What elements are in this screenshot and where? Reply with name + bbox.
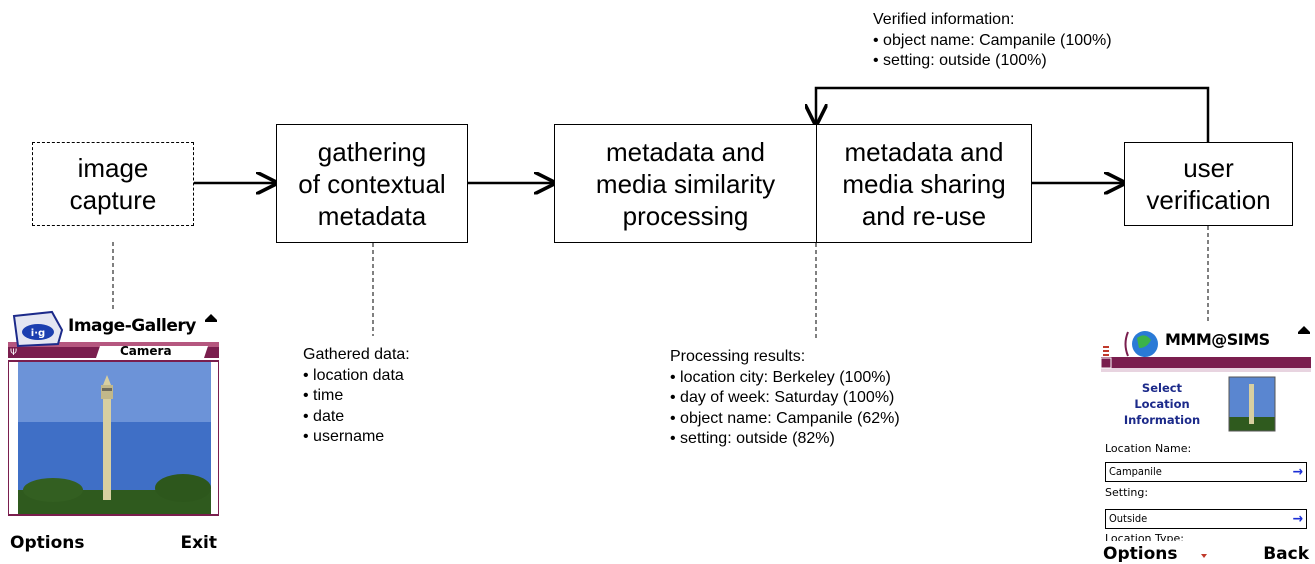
setting-label: Setting: — [1105, 486, 1149, 499]
processing-item: • day of week: Saturday (100%) — [670, 389, 895, 406]
image-gallery-chrome: i·g Ψ — [8, 310, 219, 553]
mmm-sims-phone-screen: MMM@SIMS Select Location Information Loc… — [1101, 322, 1311, 562]
options-softkey[interactable]: Options — [1103, 544, 1178, 562]
sharing-reuse-box: metadata and media sharing and re-use — [816, 124, 1032, 243]
user-verification-label: user verification — [1146, 153, 1271, 215]
processing-item: • setting: outside (82%) — [670, 430, 835, 447]
image-capture-label: image capture — [69, 153, 157, 215]
verified-information-note: Verified information: • object name: Cam… — [873, 10, 1112, 72]
processing-item: • object name: Campanile (62%) — [670, 409, 900, 427]
similarity-processing-box: metadata and media similarity processing — [554, 124, 817, 243]
gathered-item: • location data — [303, 366, 404, 384]
image-capture-box: image capture — [32, 142, 194, 226]
user-verification-box: user verification — [1124, 142, 1293, 226]
gathered-item: • username — [303, 428, 385, 445]
sharing-reuse-label: metadata and media sharing and re-use — [842, 136, 1006, 231]
processing-results-title: Processing results: — [670, 348, 806, 365]
verified-item: • object name: Campanile (100%) — [873, 31, 1112, 49]
gathering-box: gathering of contextual metadata — [276, 124, 468, 243]
processing-results-note: Processing results: • location city: Ber… — [670, 347, 900, 450]
feedback-arrow — [816, 86, 1210, 142]
setting-value: Outside — [1109, 512, 1148, 525]
gathering-label: gathering of contextual metadata — [298, 136, 446, 231]
location-name-label: Location Name: — [1105, 442, 1192, 455]
select-location-heading: Select Location Information — [1123, 381, 1201, 427]
gathered-item: • date — [303, 407, 345, 425]
setting-field[interactable]: Outside → — [1105, 509, 1307, 529]
arrow-right-icon: → — [1292, 511, 1303, 527]
arrow-right-icon: → — [1292, 464, 1303, 480]
location-name-value: Campanile — [1109, 465, 1162, 478]
location-type-label: Location Type: — [1105, 532, 1184, 541]
gathered-data-note: Gathered data: • location data • time • … — [303, 345, 410, 448]
exit-softkey[interactable]: Exit — [180, 533, 217, 553]
gallery-logo-text: i·g — [31, 328, 45, 339]
similarity-processing-label: metadata and media similarity processing — [595, 136, 776, 231]
gallery-app-title: Image-Gallery — [68, 316, 196, 336]
gathered-item: • time — [303, 387, 344, 404]
mmm-sims-chrome — [1101, 322, 1311, 562]
location-name-field[interactable]: Campanile → — [1105, 462, 1307, 482]
mmm-sims-app-title: MMM@SIMS — [1165, 330, 1270, 349]
verified-item: • setting: outside (100%) — [873, 52, 1047, 69]
gathered-data-title: Gathered data: — [303, 346, 410, 363]
image-gallery-phone-screen: i·g Ψ Image-Gallery Camera Options Exit — [8, 310, 219, 553]
back-softkey[interactable]: Back — [1263, 544, 1309, 562]
processing-item: • location city: Berkeley (100%) — [670, 368, 891, 386]
options-softkey[interactable]: Options — [10, 533, 85, 553]
verified-information-title: Verified information: — [873, 11, 1015, 28]
signal-icon: Ψ — [10, 348, 17, 358]
camera-tab[interactable]: Camera — [120, 344, 172, 358]
